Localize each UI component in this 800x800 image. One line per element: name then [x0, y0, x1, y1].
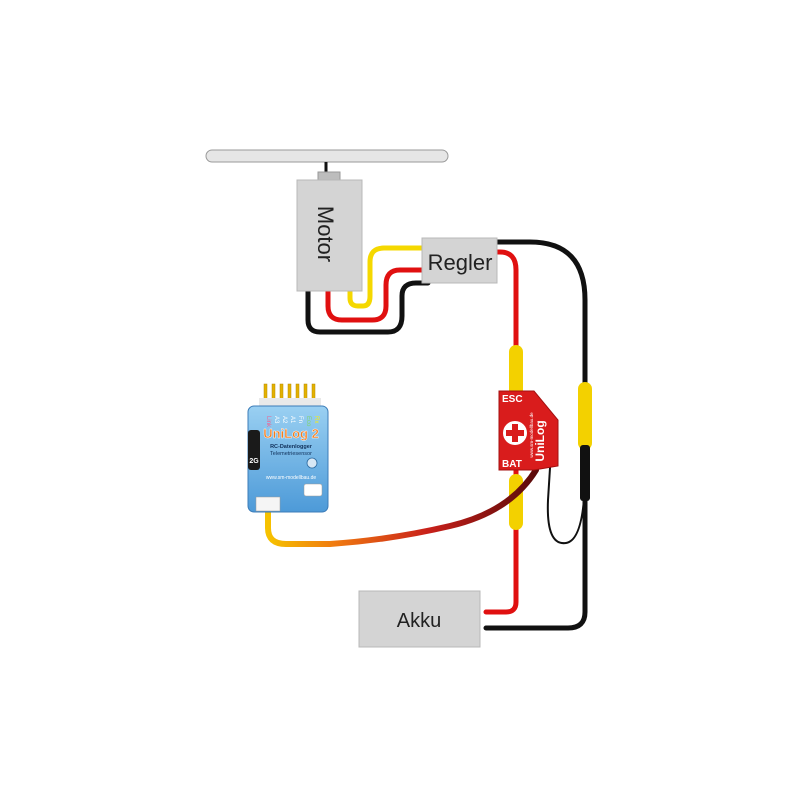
pin-label: Eco	[305, 416, 311, 427]
unilog-subtitle-1: RC-Datenlogger	[270, 444, 313, 450]
motor-block: Motor	[296, 171, 363, 292]
akku-label: Akku	[397, 610, 441, 632]
heat-shrink-sleeves	[509, 345, 592, 530]
pin-label: A1	[289, 416, 295, 424]
pin-label: Link	[265, 416, 271, 428]
unilog-pin-header	[263, 383, 316, 411]
unilog-subtitle-2: Telemetriesensor	[270, 451, 312, 457]
sensor-url-label: www.sm-modellbau.de	[529, 412, 534, 458]
sensor-bat-label: BAT	[502, 459, 522, 470]
pin-label: A2	[281, 416, 287, 424]
pin-label: A3	[273, 416, 279, 424]
current-sensor: ESC BAT UniLog www.sm-modellbau.de	[498, 390, 559, 471]
unilog-title: UniLog 2	[263, 426, 319, 441]
motor-regler-wires	[305, 245, 431, 335]
pin-label: Rx	[313, 416, 319, 423]
plus-icon	[503, 421, 527, 445]
sensor-esc-label: ESC	[502, 394, 523, 405]
propeller	[205, 149, 449, 176]
unilog-url: www.sm-modellbau.de	[266, 475, 317, 481]
regler-label: Regler	[428, 250, 493, 275]
sensor-brand-label: UniLog	[533, 420, 547, 461]
akku-block: Akku	[358, 590, 481, 648]
regler-block: Regler	[421, 237, 498, 284]
unilog-pin-labels: Rx Eco Fn A1 A2 A3 Link	[265, 416, 319, 428]
motor-label: Motor	[313, 206, 338, 262]
unilog-side-label: 2G	[249, 458, 259, 465]
unilog-module: Rx Eco Fn A1 A2 A3 Link 2G UniLog 2 RC-D…	[247, 383, 329, 513]
signal-wire	[265, 467, 539, 547]
pin-label: Fn	[297, 416, 303, 423]
